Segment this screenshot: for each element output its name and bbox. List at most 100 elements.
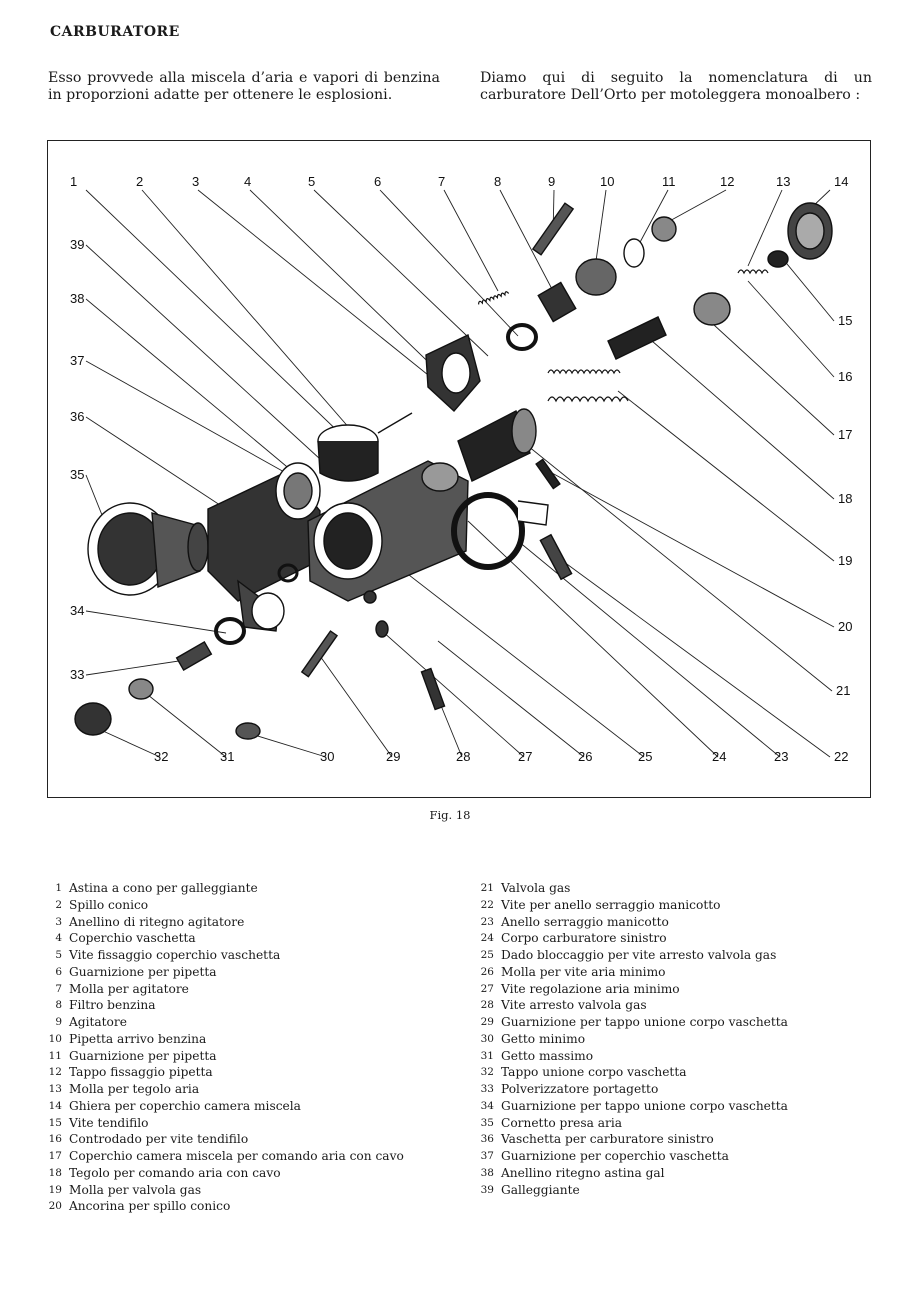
legend-item-number: 17 — [48, 1150, 62, 1162]
callout-number: 13 — [776, 174, 790, 189]
figure-caption: Fig. 18 — [429, 808, 471, 822]
callout-number: 26 — [578, 749, 592, 764]
legend-item-number: 30 — [480, 1032, 494, 1045]
legend-item-number: 29 — [480, 1016, 494, 1028]
intro-paragraph-left: Esso provvede alla miscela d’aria e vapo… — [48, 70, 440, 104]
legend-item: 36 Vaschetta per carburatore sinistro — [472, 1131, 788, 1148]
callout-number: 8 — [494, 174, 501, 189]
legend-item-number: 7 — [55, 982, 62, 995]
legend-item: 5 Vite fissaggio coperchio vaschetta — [40, 947, 404, 964]
callout-leader-line — [85, 416, 227, 510]
carburetor-exploded-diagram: 1234567891011121314151617181920212223242… — [70, 174, 852, 764]
callout-number: 17 — [838, 427, 852, 442]
legend-item-number: 25 — [480, 949, 494, 961]
legend-item-number: 33 — [480, 1083, 494, 1095]
legend-item-label: Anellino di ritegno agitatore — [69, 914, 245, 929]
legend-item-number: 23 — [480, 915, 494, 928]
legend-item-number: 35 — [480, 1116, 494, 1129]
callout-leader-line — [141, 189, 379, 462]
clamp-ring-part — [451, 492, 549, 570]
carburetor-body-part — [237, 460, 469, 632]
callout-leader-line — [313, 189, 489, 357]
legend-item-number: 3 — [55, 915, 62, 928]
jet-and-screw-parts — [74, 458, 561, 740]
legend-item-number: 38 — [480, 1166, 494, 1179]
legend-item-number: 27 — [480, 982, 494, 995]
callout-leader-line — [747, 280, 835, 378]
legend-item-label: Filtro benzina — [69, 998, 156, 1013]
callout-number: 39 — [70, 237, 84, 252]
legend-item-label: Tappo unione corpo vaschetta — [501, 1065, 687, 1080]
callout-leader-line — [85, 244, 321, 460]
legend-item-label: Guarnizione per coperchio vaschetta — [501, 1149, 729, 1163]
callout-number: 19 — [838, 553, 852, 568]
callout-leader-line — [499, 189, 554, 292]
callout-number: 33 — [70, 667, 84, 682]
callout-number: 28 — [456, 749, 470, 764]
legend-item-label: Molla per tegolo aria — [69, 1082, 200, 1096]
clamp-screw-part — [539, 533, 573, 581]
legend-item-number: 20 — [48, 1200, 62, 1213]
legend-item-number: 15 — [48, 1116, 62, 1129]
legend-item-label: Guarnizione per tappo unione corpo vasch… — [501, 1015, 788, 1029]
callout-number: 25 — [638, 749, 652, 764]
callout-number: 31 — [220, 749, 234, 764]
callout-number: 5 — [308, 174, 315, 189]
legend-item-number: 6 — [55, 965, 62, 978]
callout-leader-line — [777, 252, 835, 322]
callout-leader-line — [551, 472, 835, 628]
legend-item-label: Agitatore — [69, 1015, 127, 1029]
legend-item-label: Getto massimo — [501, 1048, 594, 1063]
legend-item-number: 4 — [55, 932, 62, 945]
legend-item-number: 12 — [48, 1066, 62, 1079]
callout-number: 21 — [836, 683, 850, 698]
callout-leader-line — [379, 189, 519, 337]
legend-item-label: Vite fissaggio coperchio vaschetta — [69, 948, 281, 962]
legend-item-number: 36 — [480, 1133, 494, 1146]
legend-item-label: Molla per agitatore — [69, 981, 189, 996]
callout-leader-line — [713, 324, 835, 436]
callout-number: 15 — [838, 313, 852, 328]
legend-item-label: Coperchio camera miscela per comando ari… — [69, 1149, 404, 1163]
callout-leader-line — [85, 360, 287, 474]
legend-item-number: 10 — [48, 1032, 62, 1045]
callout-number: 35 — [70, 467, 84, 482]
callout-number: 11 — [662, 174, 676, 189]
legend-item: 17 Coperchio camera miscela per comando a… — [40, 1148, 404, 1165]
legend-item-label: Vaschetta per carburatore sinistro — [501, 1132, 714, 1147]
legend-item-label: Vite per anello serraggio manicotto — [501, 897, 721, 912]
callout-number: 38 — [70, 291, 84, 306]
legend-item-label: Anello serraggio manicotto — [501, 914, 669, 929]
bowl-lid-part — [425, 334, 481, 413]
legend-item-number: 5 — [55, 949, 62, 961]
legend-item-label: Galleggiante — [501, 1182, 580, 1197]
legend-item-label: Guarnizione per pipetta — [69, 1048, 217, 1063]
callout-number: 20 — [838, 619, 852, 634]
legend-item-label: Vite tendifilo — [69, 1115, 149, 1130]
legend-item-number: 39 — [480, 1183, 494, 1196]
legend-item: 39 Galleggiante — [472, 1182, 788, 1199]
callout-number: 1 — [70, 174, 77, 189]
callout-leader-line — [197, 189, 449, 392]
legend-item-label: Tegolo per comando aria con cavo — [69, 1165, 281, 1180]
legend-item-number: 37 — [480, 1150, 494, 1162]
legend-item-number: 8 — [55, 999, 62, 1012]
